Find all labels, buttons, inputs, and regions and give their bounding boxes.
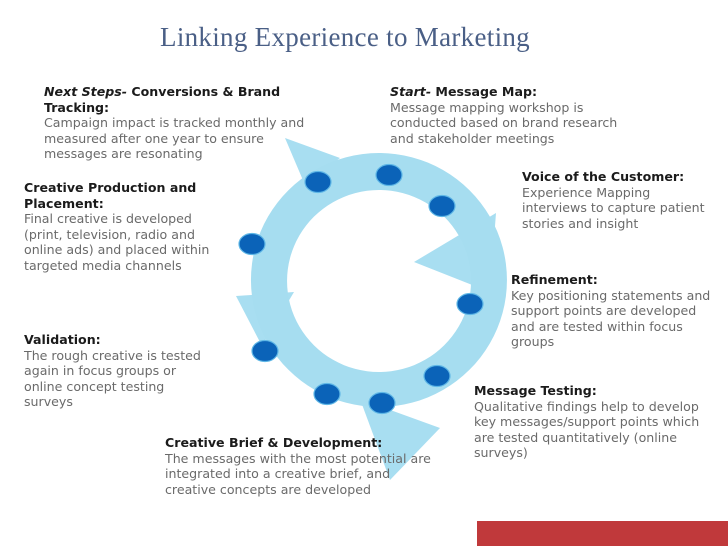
step-creative-production-line: online ads) and placed within xyxy=(24,242,210,258)
step-refinement-line: Key positioning statements and xyxy=(511,287,711,303)
step-next-steps-line: messages are resonating xyxy=(44,146,203,162)
cycle-dot xyxy=(428,194,456,218)
step-refinement-heading: Refinement: xyxy=(511,272,598,287)
step-voice-heading: Voice of the Customer: xyxy=(522,169,685,184)
cycle-dot xyxy=(423,364,451,388)
cycle-arrow xyxy=(360,399,440,480)
cycle-dot xyxy=(375,163,403,187)
step-start-line: Message mapping workshop is xyxy=(390,99,584,115)
cycle-dot xyxy=(313,382,341,406)
cycle-dot xyxy=(456,292,484,316)
step-refinement-line: groups xyxy=(511,334,555,350)
step-next-steps-lead: Next Steps- xyxy=(44,84,127,99)
step-validation-heading: Validation: xyxy=(24,332,101,347)
cycle-dot xyxy=(304,170,332,194)
footer-accent-bar xyxy=(477,521,728,546)
step-creative-brief-line: The messages with the most potential are xyxy=(165,450,431,466)
step-refinement: Refinement: Key positioning statements a… xyxy=(511,272,725,350)
step-creative-production: Creative Production and Placement: Final… xyxy=(24,180,230,274)
step-message-testing-line: key messages/support points which xyxy=(474,414,700,430)
step-message-testing-line: Qualitative findings help to develop xyxy=(474,398,699,414)
step-validation-line: surveys xyxy=(24,394,73,410)
step-validation-line: online concept testing xyxy=(24,378,165,394)
step-creative-brief: Creative Brief & Development: The messag… xyxy=(165,435,455,497)
step-start: Start- Message Map: Message mapping work… xyxy=(390,84,650,146)
step-validation-line: again in focus groups or xyxy=(24,363,177,379)
step-creative-brief-line: creative concepts are developed xyxy=(165,481,371,497)
step-next-steps-heading: Conversions & Brand Tracking: xyxy=(44,84,281,115)
step-message-testing-line: are tested quantitatively (online xyxy=(474,429,677,445)
step-message-testing: Message Testing: Qualitative findings he… xyxy=(474,383,724,461)
step-creative-production-heading: Creative Production and xyxy=(24,180,197,195)
step-voice-line: stories and insight xyxy=(522,215,639,231)
step-next-steps: Next Steps- Conversions & Brand Tracking… xyxy=(44,84,344,162)
cycle-dot xyxy=(368,391,396,415)
step-message-testing-heading: Message Testing: xyxy=(474,383,597,398)
step-start-line: and stakeholder meetings xyxy=(390,130,555,146)
page-title: Linking Experience to Marketing xyxy=(160,22,530,52)
step-creative-brief-line: integrated into a creative brief, and xyxy=(165,466,391,482)
step-creative-production-line: targeted media channels xyxy=(24,257,182,273)
step-start-line: conducted based on brand research xyxy=(390,115,618,131)
step-voice-line: Experience Mapping xyxy=(522,184,651,200)
step-refinement-line: support points are developed xyxy=(511,303,697,319)
step-message-testing-line: surveys) xyxy=(474,445,528,461)
cycle-arrow xyxy=(285,138,340,185)
step-voice-line: interviews to capture patient xyxy=(522,200,705,216)
step-next-steps-line: Campaign impact is tracked monthly and xyxy=(44,115,305,131)
step-validation-line: The rough creative is tested xyxy=(24,347,201,363)
step-creative-brief-heading: Creative Brief & Development: xyxy=(165,435,383,450)
step-validation: Validation: The rough creative is tested… xyxy=(24,332,224,410)
step-start-lead: Start- xyxy=(390,84,432,99)
step-start-heading: Message Map: xyxy=(431,84,538,99)
step-refinement-line: and are tested within focus xyxy=(511,318,683,334)
step-creative-production-line: Final creative is developed xyxy=(24,211,192,227)
cycle-dot xyxy=(251,339,279,363)
cycle-dot xyxy=(238,232,266,256)
step-creative-production-heading-cont: Placement: xyxy=(24,195,104,211)
step-creative-production-line: (print, television, radio and xyxy=(24,226,195,242)
step-voice-of-customer: Voice of the Customer: Experience Mappin… xyxy=(522,169,722,231)
step-next-steps-line: measured after one year to ensure xyxy=(44,130,264,146)
